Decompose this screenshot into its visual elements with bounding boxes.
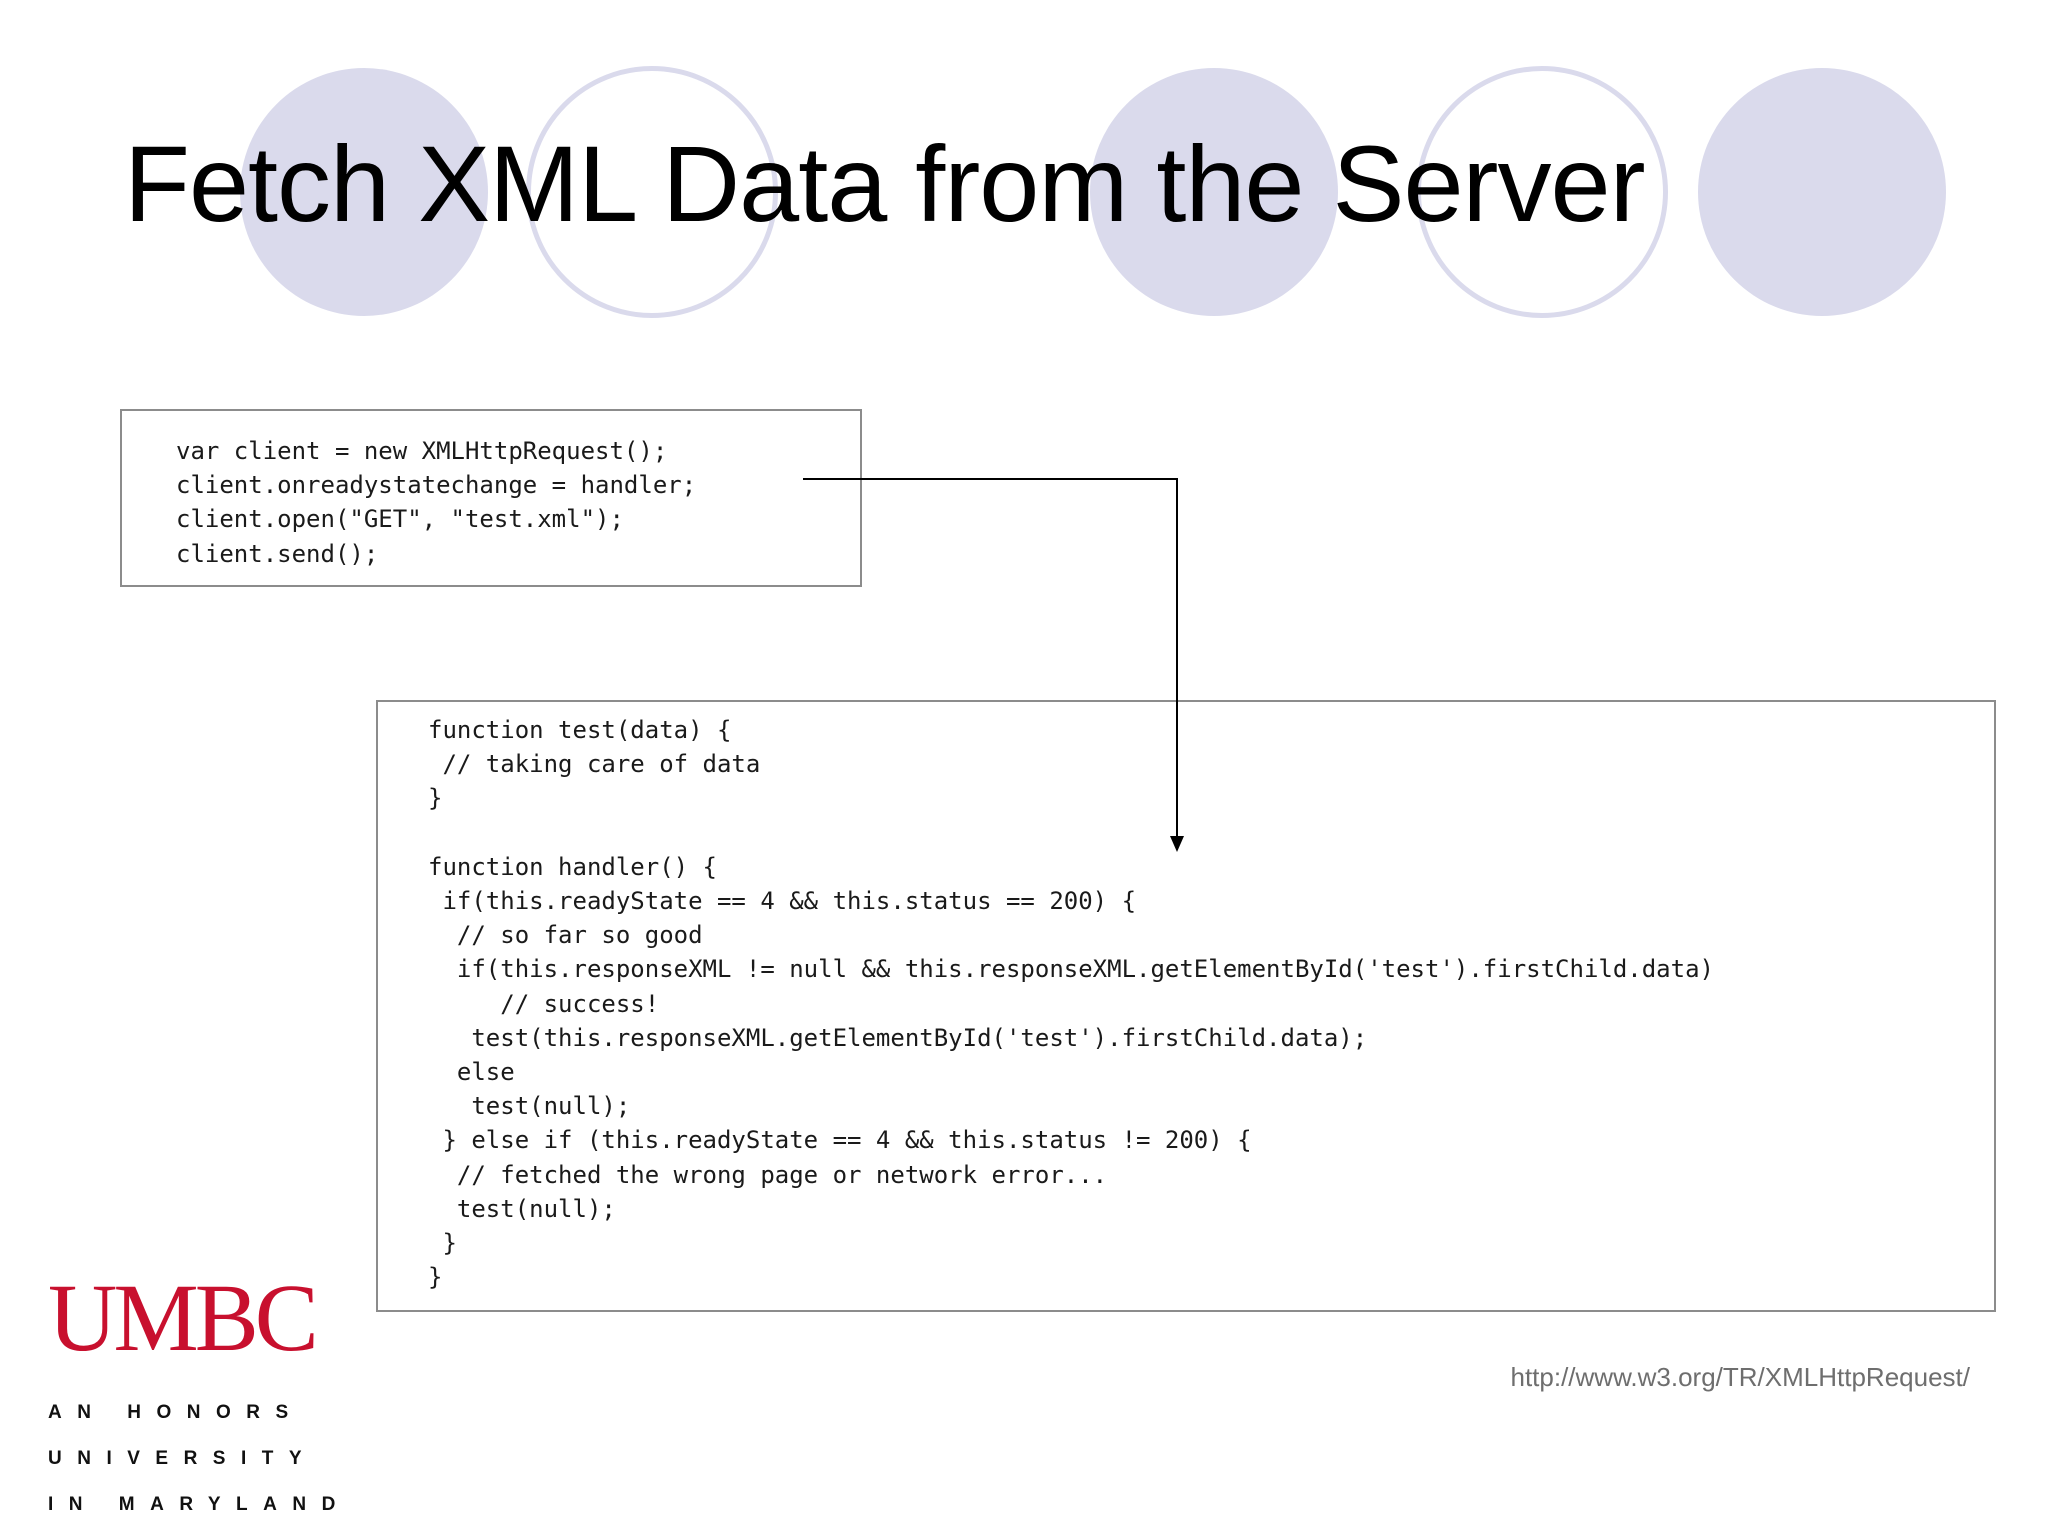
logo-wordmark: UMBC	[48, 1264, 319, 1371]
code-box-handler: function test(data) { // taking care of …	[376, 700, 1996, 1312]
source-url: http://www.w3.org/TR/XMLHttpRequest/	[1510, 1362, 1970, 1392]
umbc-logo: UMBC AN HONORS UNIVERSITY IN MARYLAND	[48, 1270, 351, 1528]
logo-tagline-line-2: UNIVERSITY	[48, 1448, 318, 1469]
decorative-circle-4	[1416, 66, 1668, 318]
code-box-request: var client = new XMLHttpRequest(); clien…	[120, 409, 862, 587]
logo-tagline-line-3: IN MARYLAND	[48, 1494, 351, 1515]
decorative-circle-5	[1698, 68, 1946, 316]
decorative-circle-1	[240, 68, 488, 316]
logo-tagline-line-1: AN HONORS	[48, 1402, 304, 1423]
decorative-circle-3	[1090, 68, 1338, 316]
decorative-circle-2	[526, 66, 778, 318]
slide-title: Fetch XML Data from the Server	[124, 123, 1646, 244]
code-handler: function test(data) { // taking care of …	[428, 716, 1714, 1292]
code-request: var client = new XMLHttpRequest(); clien…	[176, 437, 697, 568]
